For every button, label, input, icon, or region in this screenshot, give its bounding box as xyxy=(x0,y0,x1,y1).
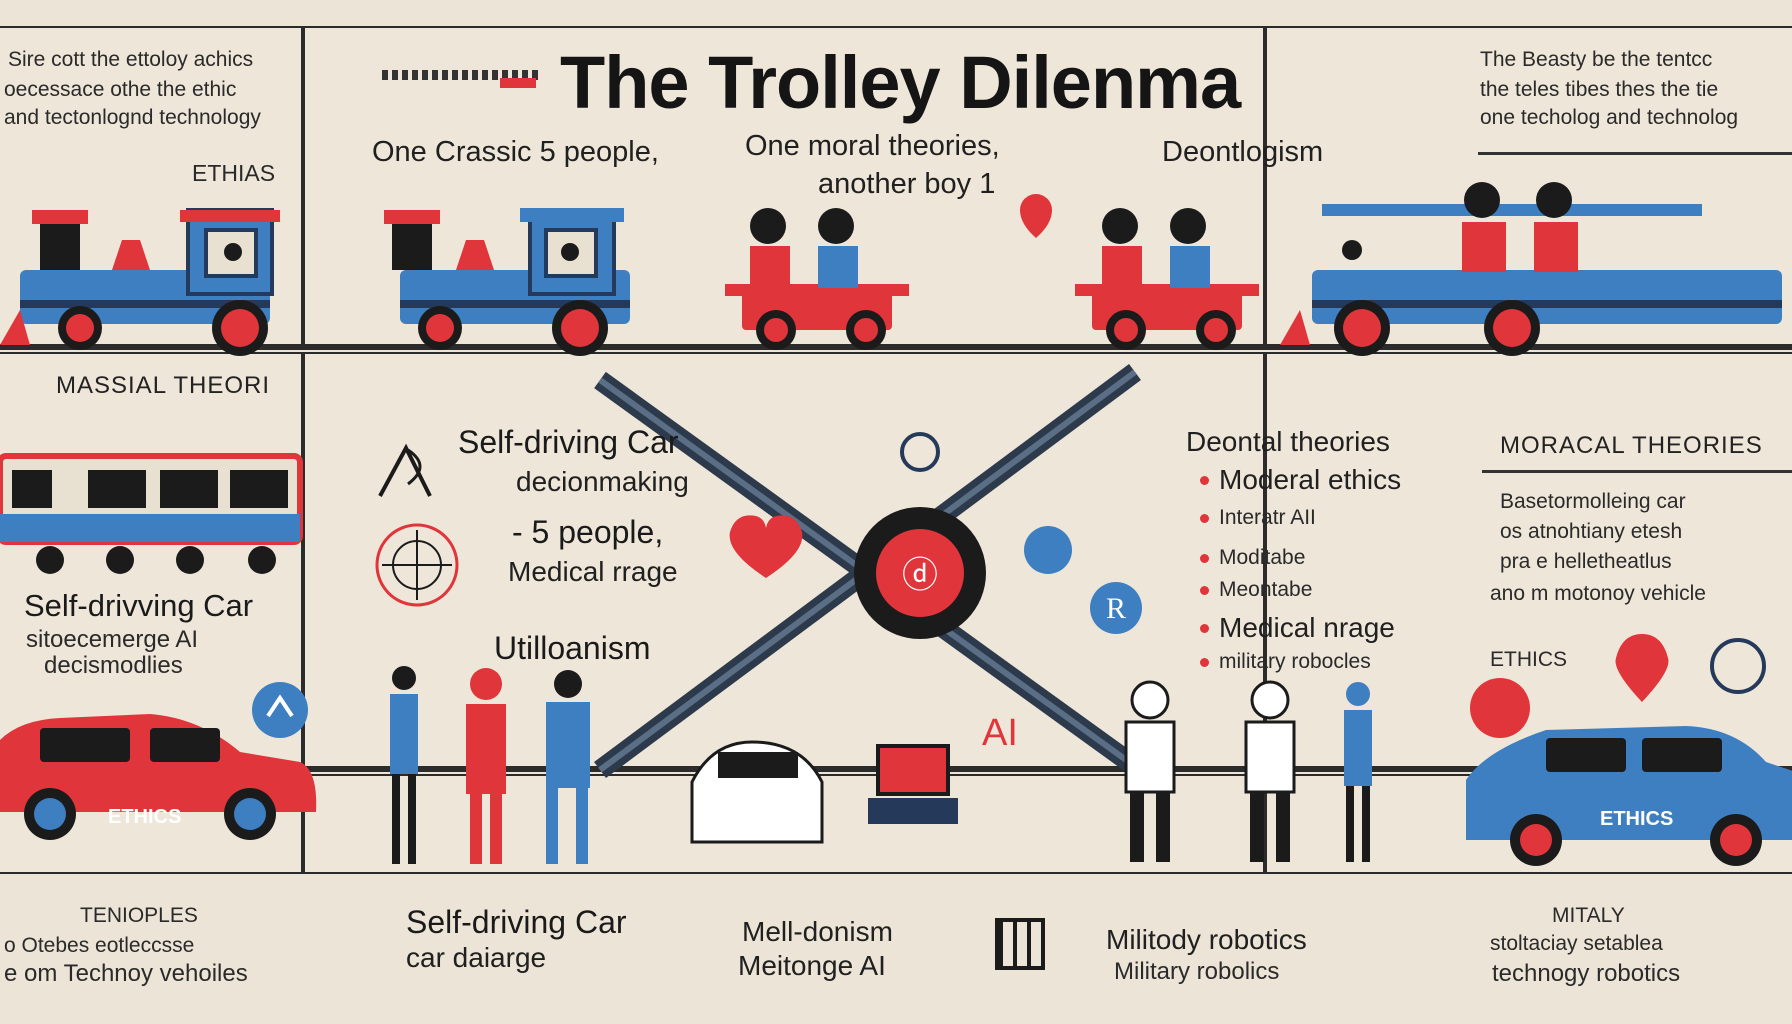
bus-illustration xyxy=(0,453,303,574)
deontal-heading: Deontal theories xyxy=(1186,426,1390,457)
top-left-line2: oecessace othe the ethic xyxy=(4,78,237,101)
bullet-item: Interatr AII xyxy=(1200,506,1401,530)
top-sub-left: One Crassic 5 people, xyxy=(372,136,659,168)
bullet-item: Moditabe xyxy=(1200,546,1401,570)
bullet-item: military robocles xyxy=(1200,650,1401,674)
bullet-text: Meontabe xyxy=(1219,578,1313,601)
bullet-text: Moderal ethics xyxy=(1219,464,1402,495)
ai-outline-icon xyxy=(378,443,432,497)
r-circle-icon: R xyxy=(1090,582,1142,634)
bullet-dot xyxy=(1200,657,1209,667)
bullet-text: Medical nrage xyxy=(1219,612,1395,643)
logo-circle-icon xyxy=(900,432,940,472)
mid-center-line4: Medical rrage xyxy=(508,556,678,587)
mid-right-line3: pra e helletheatlus xyxy=(1500,550,1672,573)
top-sub-right: Deontlogism xyxy=(1162,136,1324,168)
car-right-label: ETHICS xyxy=(1600,808,1674,830)
deontal-bullets: Moderal ethics Interatr AII Moditabe Meo… xyxy=(1200,464,1401,674)
mid-left-caption1: Self-drivving Car xyxy=(24,588,254,623)
car-left xyxy=(0,714,317,840)
white-car xyxy=(690,740,824,844)
pin-icon xyxy=(1615,634,1669,702)
top-right-line2: the teles tibes thes the tie xyxy=(1480,78,1719,101)
mid-center-line1: Self-driving Car xyxy=(458,424,679,460)
title-red-bar xyxy=(500,78,536,88)
top-left-line3: and tectonlognd technology xyxy=(4,106,261,129)
title-decoration xyxy=(382,70,538,80)
mid-right-divider xyxy=(1482,470,1792,473)
car-left-label: ETHICS xyxy=(108,806,182,828)
bullet-text: military robocles xyxy=(1219,650,1371,673)
train-right xyxy=(1280,182,1782,356)
bottom-right-line2: technogy robotics xyxy=(1492,960,1681,987)
robots xyxy=(1124,680,1372,862)
ai-circle-icon xyxy=(252,682,308,738)
bullet-item: Medical nrage xyxy=(1200,612,1401,644)
car-right xyxy=(1466,726,1792,866)
bottom-c3-line1: Militody robotics xyxy=(1106,924,1307,955)
top-left-line1: Sire cott the ettoloy achics xyxy=(8,48,254,71)
bullet-dot xyxy=(1200,475,1209,485)
bottom-c3-line2: Military robolics xyxy=(1114,958,1280,985)
page-title: The Trolley Dilenma xyxy=(560,41,1241,124)
bottom-left-line1: o Otebes eotleccsse xyxy=(4,934,195,957)
mid-left-caption3: decismodlies xyxy=(44,652,183,679)
bottom-c2-line1: Mell-donism xyxy=(742,916,893,947)
bullet-text: Moditabe xyxy=(1219,546,1306,569)
red-circle-icon xyxy=(1470,678,1530,738)
bottom-c2-line2: Meitonge AI xyxy=(738,950,886,981)
bullet-dot xyxy=(1200,553,1209,563)
brain-icon xyxy=(375,523,459,607)
bullet-text: Interatr AII xyxy=(1219,506,1316,529)
small-badge-icon xyxy=(1024,526,1072,574)
bullet-dot xyxy=(1200,585,1209,595)
top-left-label: ETHIAS xyxy=(192,160,276,186)
top-sub-mid-2: another boy 1 xyxy=(818,168,996,200)
bottom-c1-line2: car daiarge xyxy=(406,942,547,973)
mid-center-line2: decionmaking xyxy=(516,466,689,497)
svg-text:ⓓ: ⓓ xyxy=(902,554,938,595)
ai-label: AI xyxy=(982,712,1018,754)
badge-icon xyxy=(1710,638,1766,694)
bottom-left-line2: e om Technoy vehoiles xyxy=(4,960,248,987)
mid-right-line1: Basetormolleing car xyxy=(1500,490,1686,513)
figures-left xyxy=(390,666,590,864)
bullet-item: Moderal ethics xyxy=(1200,464,1401,496)
heart-icon xyxy=(729,515,803,578)
top-sub-mid-1: One moral theories, xyxy=(745,130,1000,162)
mid-right-label: ETHICS xyxy=(1490,648,1568,671)
bottom-right-heading: MITALY xyxy=(1552,904,1625,927)
train-center xyxy=(384,194,1259,356)
svg-text:R: R xyxy=(1106,592,1126,625)
top-right-line3: one techolog and technolog xyxy=(1480,106,1739,129)
top-right-line1: The Beasty be the tentcc xyxy=(1480,48,1713,71)
bullet-dot xyxy=(1200,513,1209,523)
mid-right-heading: MORACAL THEORIES xyxy=(1500,432,1763,459)
bullet-dot xyxy=(1200,623,1209,633)
laptop-icon xyxy=(868,744,958,824)
top-right-divider xyxy=(1478,152,1792,155)
rail-top xyxy=(0,346,1792,350)
train-left xyxy=(0,208,280,356)
mid-left-caption2: sitoecemerge AI xyxy=(26,626,199,653)
bottom-c1-line1: Self-driving Car xyxy=(406,904,627,940)
mid-right-line2: os atnohtiany etesh xyxy=(1500,520,1683,543)
bullet-item: Meontabe xyxy=(1200,578,1401,602)
utilitarianism-label: Utilloanism xyxy=(494,630,651,666)
columns-icon xyxy=(995,918,1045,970)
mid-center-line3: - 5 people, xyxy=(512,514,664,550)
bottom-right-line1: stoltaciay setablea xyxy=(1490,932,1663,955)
mid-right-line4: ano m motonoy vehicle xyxy=(1490,582,1706,605)
bottom-left-heading: TENIOPLES xyxy=(80,904,198,927)
mid-left-heading: MASSIAL THEORI xyxy=(56,372,271,399)
